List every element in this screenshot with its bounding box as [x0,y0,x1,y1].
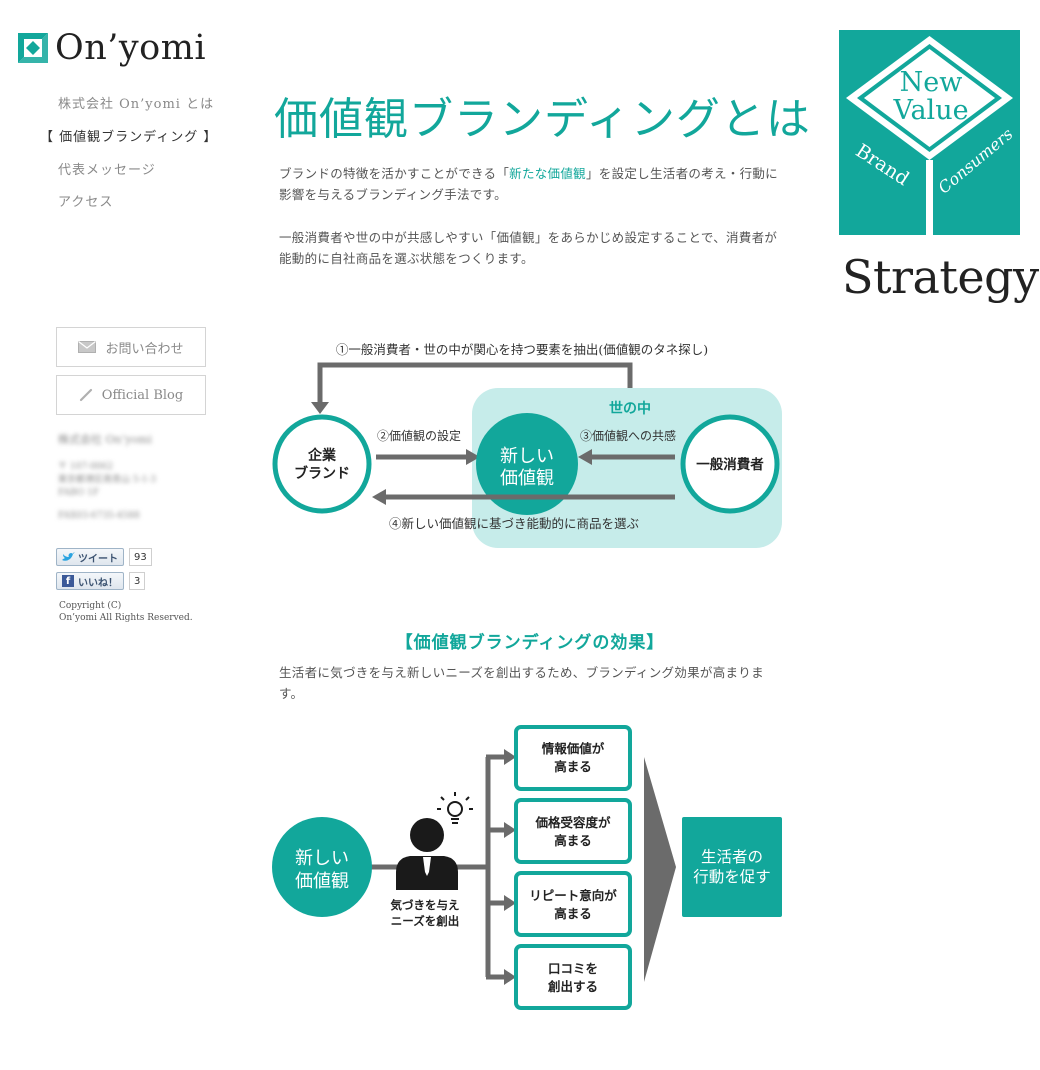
strategy-text: Strategy [842,250,1039,304]
effect-box-info-value: 情報価値が 高まる [514,725,632,791]
bird-icon [62,552,75,561]
nav-item-about[interactable]: 株式会社 On’yomi とは [58,97,215,112]
like-count: 3 [129,572,146,590]
svg-text:価格受容度が: 価格受容度が [534,815,611,830]
person-caption-1: 気づきを与え [391,898,460,912]
logo-text: On’yomi [55,28,207,68]
svg-text:口コミを: 口コミを [548,961,598,976]
company-label-2: ブランド [294,465,350,482]
copyright-line2: On’yomi All Rights Reserved. [59,613,193,623]
company-fax-blurred: FAX03-6735-4588 [58,511,140,521]
tweet-count: 93 [129,548,152,566]
intro-text-after: 」を設定し生活者の考え・行動に影響を与えるブランディング手法です。 [279,166,778,202]
svg-text:高まる: 高まる [554,906,592,921]
logo-mark-icon [18,33,48,63]
result-label-2: 行動を促す [693,868,771,886]
new-value-label-1: 新しい [500,446,554,467]
effect-box-word-of-mouth: 口コミを 創出する [514,944,632,1010]
effect-box-price-acceptance: 価格受容度が 高まる [514,798,632,864]
company-brand-circle [272,414,372,514]
company-building-blurred: FABO 1F [58,488,99,498]
nav-item-message[interactable]: 代表メッセージ [58,163,156,178]
contact-button[interactable]: お問い合わせ [56,327,206,367]
intro-highlight: 新たな価値観 [509,166,586,181]
step2-label: ②価値観の設定 [377,428,461,443]
like-button[interactable]: f いいね！ [56,572,124,590]
facebook-icon: f [62,575,74,587]
consumer-circle [680,414,780,514]
svg-text:情報価値が: 情報価値が [542,741,605,756]
new-value-circle [476,413,578,515]
chevron-arrow-icon [644,757,676,982]
purpose-paragraph: 一般消費者や世の中が共感しやすい「価値観」をあらかじめ設定することで、消費者が能… [279,230,778,266]
result-box [682,817,782,917]
effect-new-value-label-2: 価値観 [295,871,349,892]
blog-label: Official Blog [101,387,184,403]
effect-new-value-label-1: 新しい [295,848,349,869]
lightbulb-icon [437,792,473,824]
effect-title: 【価値観ブランディングの効果】 [395,633,665,653]
person-icon [396,818,458,890]
svg-text:高まる: 高まる [554,833,592,848]
world-region [472,388,782,548]
step1-arrowhead [311,402,329,414]
effect-box-repeat-intent: リピート意向が 高まる [514,871,632,937]
site-logo[interactable]: On’yomi [18,26,206,70]
copyright-line1: Copyright (C) [59,601,122,611]
pencil-icon [79,388,92,402]
like-label: いいね！ [78,577,118,589]
intro-paragraph: ブランドの特徴を活かすことができる「新たな価値観」を設定し生活者の考え・行動に影… [279,163,789,205]
nav-item-branding[interactable]: 【 価値観ブランディング 】 [40,130,218,145]
tweet-button[interactable]: ツイート [56,548,124,566]
mail-icon [78,341,97,353]
consumer-label: 一般消費者 [696,456,764,473]
svg-text:リピート意向が: リピート意向が [529,888,617,903]
company-address-blurred: 東京都港区南青山 5-1-3 [58,475,157,485]
effect-paragraph: 生活者に気づきを与え新しいニーズを創出するため、ブランディング効果が高まります。 [279,665,764,701]
tweet-widget: ツイート 93 [56,548,152,566]
step1-label: ①一般消費者・世の中が関心を持つ要素を抽出(価値観のタネ探し) [336,342,708,357]
svg-text:創出する: 創出する [547,979,598,994]
effect-new-value-circle [272,817,372,917]
step1-arrow [317,362,633,404]
like-widget: f いいね！ 3 [56,572,146,590]
person-caption-2: ニーズを創出 [391,914,459,928]
copyright: Copyright (C) On’yomi All Rights Reserve… [59,600,193,624]
intro-text-before: ブランドの特徴を活かすことができる「 [279,166,510,181]
company-label-1: 企業 [307,447,337,464]
company-zip-blurred: 〒 107-0062 [58,462,113,472]
step3-label: ③価値観への共感 [580,428,676,443]
result-label-1: 生活者の [701,848,763,866]
emblem-value: Value [892,95,968,126]
world-label: 世の中 [609,400,651,417]
page-title: 価値観ブランディングとは [274,94,811,145]
new-value-label-2: 価値観 [500,468,554,489]
tweet-label: ツイート [78,553,118,565]
nav-item-access[interactable]: アクセス [58,195,114,210]
company-name-blurred: 株式会社 On’yomi [58,433,152,446]
strategy-emblem: New Value Brand Consumers [839,30,1020,235]
emblem-new: New [900,67,963,98]
blog-button[interactable]: Official Blog [56,375,206,415]
svg-text:高まる: 高まる [554,759,592,774]
step4-label: ④新しい価値観に基づき能動的に商品を選ぶ [389,516,639,531]
contact-label: お問い合わせ [105,341,184,357]
